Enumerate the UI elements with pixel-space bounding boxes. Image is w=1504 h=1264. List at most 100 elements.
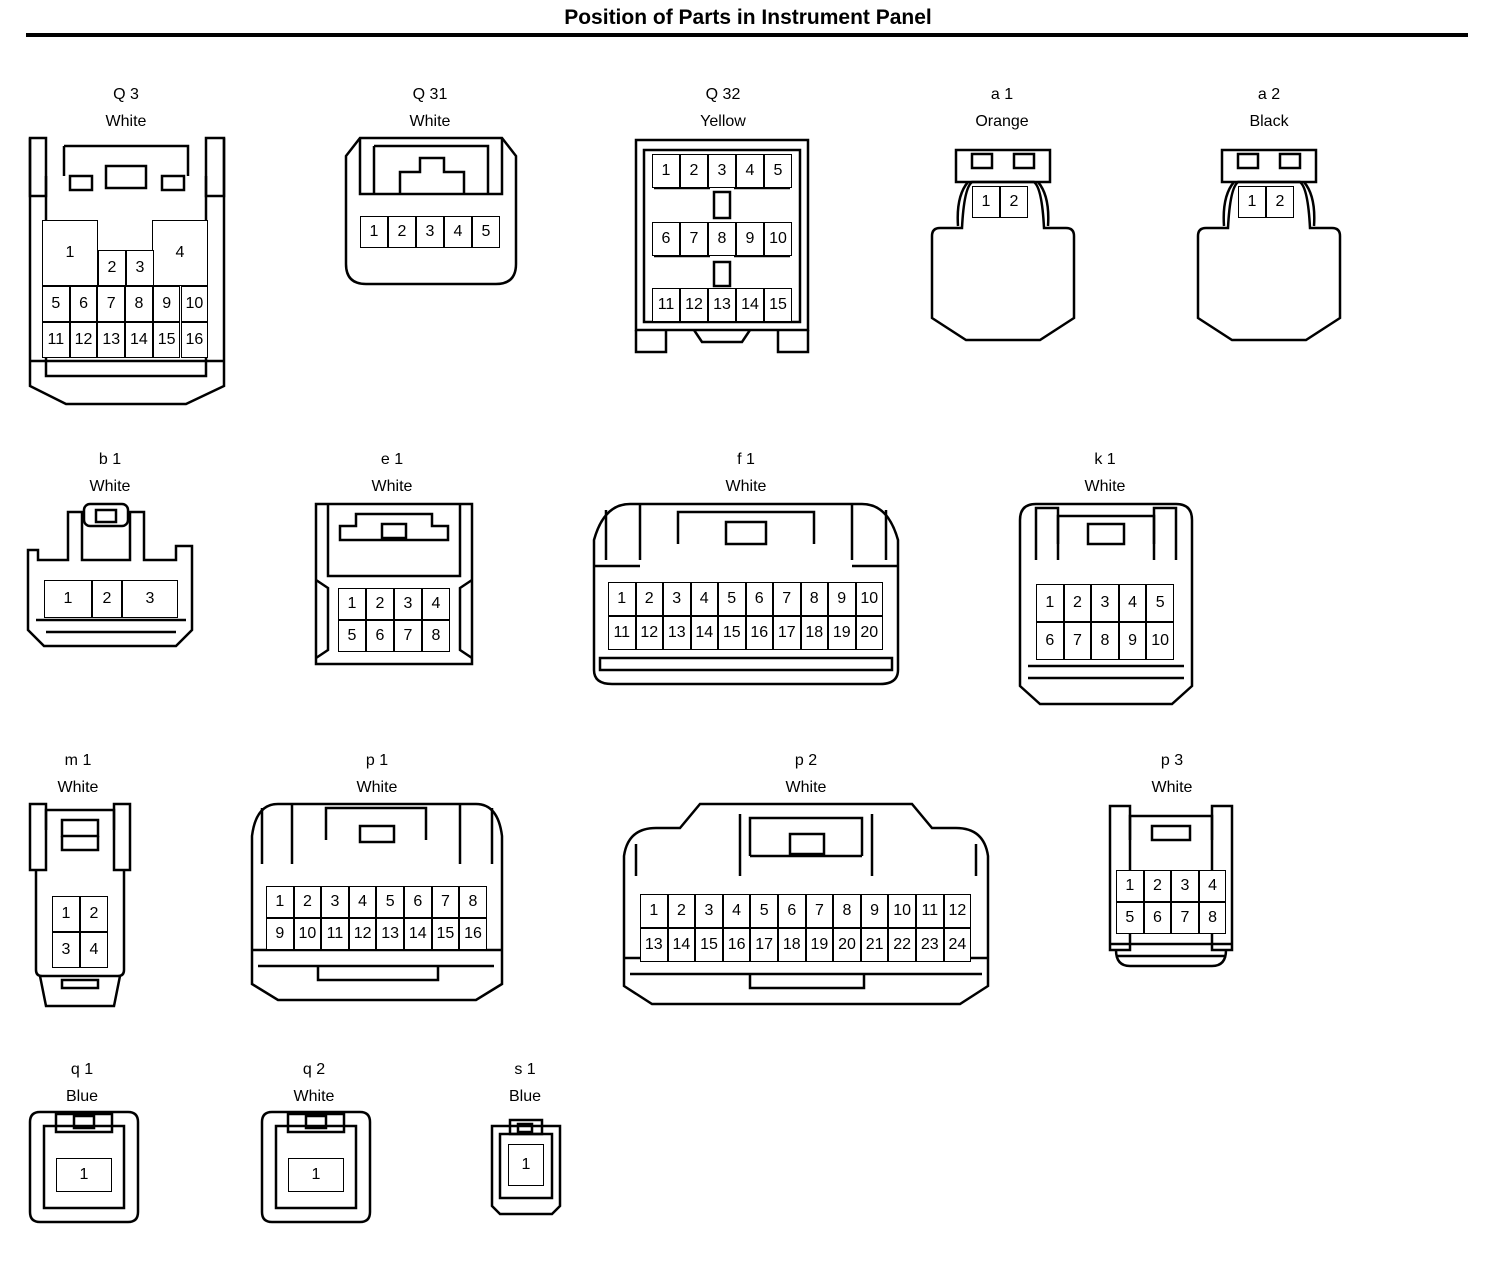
pin-1: 1 — [640, 894, 668, 928]
pin-3: 3 — [126, 250, 154, 286]
connector-id-q31: Q 31 — [412, 86, 448, 103]
pin-15: 15 — [431, 918, 460, 950]
pin-3: 3 — [1171, 870, 1199, 902]
connector-color-s1: Blue — [508, 1088, 542, 1105]
pin-5: 5 — [42, 286, 70, 322]
pin-3: 3 — [394, 588, 422, 620]
pin-6: 6 — [1036, 622, 1064, 660]
pin-2: 2 — [366, 588, 394, 620]
page-title: Position of Parts in Instrument Panel — [564, 6, 932, 29]
pin-4: 4 — [1198, 870, 1227, 902]
pin-2: 2 — [1063, 584, 1092, 622]
connector-id-p1: p 1 — [365, 752, 389, 769]
pin-4: 4 — [348, 886, 377, 918]
pin-10: 10 — [293, 918, 322, 950]
pin-2: 2 — [388, 216, 416, 248]
connector-housing — [344, 136, 518, 286]
pin-22: 22 — [888, 928, 916, 962]
connector-housing — [28, 1110, 140, 1224]
pin-10: 10 — [764, 222, 792, 256]
pin-7: 7 — [394, 620, 422, 652]
pin-4: 4 — [422, 588, 450, 620]
connector-color-q32: Yellow — [700, 113, 746, 130]
connector-q1: 1 — [26, 1108, 142, 1226]
connector-housing — [260, 1110, 372, 1224]
pin-4: 4 — [1118, 584, 1147, 622]
pin-24: 24 — [943, 928, 972, 962]
connector-color-p2: White — [785, 779, 827, 796]
pin-10: 10 — [888, 894, 916, 928]
connector-color-q2: White — [293, 1088, 335, 1105]
pin-15: 15 — [152, 322, 181, 358]
connector-id-q3: Q 3 — [113, 86, 139, 103]
title-underline — [26, 33, 1468, 37]
connector-id-q1: q 1 — [70, 1061, 94, 1078]
connector-color-p1: White — [356, 779, 398, 796]
pin-1: 1 — [52, 896, 80, 932]
pin-4: 4 — [80, 932, 108, 968]
connector-color-m1: White — [57, 779, 99, 796]
pin-23: 23 — [916, 928, 944, 962]
pin-12: 12 — [635, 616, 663, 650]
connector-color-q31: White — [409, 113, 451, 130]
pin-1: 1 — [508, 1144, 544, 1186]
pin-6: 6 — [366, 620, 394, 652]
pin-4: 4 — [722, 894, 751, 928]
connector-housing — [28, 802, 132, 1008]
pin-11: 11 — [42, 322, 70, 358]
connector-id-f1: f 1 — [737, 451, 755, 468]
pin-14: 14 — [690, 616, 718, 650]
pin-12: 12 — [69, 322, 98, 358]
pin-8: 8 — [1091, 622, 1119, 660]
connector-id-p2: p 2 — [794, 752, 818, 769]
pin-1: 1 — [44, 580, 92, 618]
pin-13: 13 — [376, 918, 404, 950]
connector-id-q2: q 2 — [302, 1061, 326, 1078]
pin-16: 16 — [180, 322, 209, 358]
pin-18: 18 — [778, 928, 806, 962]
pin-2: 2 — [667, 894, 696, 928]
pin-4: 4 — [444, 216, 472, 248]
connector-housing — [1196, 148, 1342, 342]
pin-1: 1 — [1036, 584, 1064, 622]
pin-7: 7 — [97, 286, 126, 322]
pin-1: 1 — [56, 1158, 112, 1192]
pin-6: 6 — [1143, 902, 1172, 934]
pin-19: 19 — [805, 928, 834, 962]
pin-5: 5 — [764, 154, 792, 188]
pin-3: 3 — [708, 154, 736, 188]
pin-3: 3 — [1091, 584, 1119, 622]
pin-11: 11 — [321, 918, 349, 950]
pin-12: 12 — [348, 918, 377, 950]
pin-5: 5 — [718, 582, 746, 616]
pin-8: 8 — [1198, 902, 1227, 934]
pin-7: 7 — [680, 222, 708, 256]
pin-6: 6 — [745, 582, 773, 616]
pin-1: 1 — [652, 154, 680, 188]
pin-16: 16 — [459, 918, 487, 950]
pin-9: 9 — [1118, 622, 1147, 660]
pin-9: 9 — [860, 894, 889, 928]
pin-9: 9 — [736, 222, 764, 256]
connector-housing — [490, 1118, 562, 1216]
pin-7: 7 — [773, 582, 801, 616]
pin-8: 8 — [422, 620, 450, 652]
pin-14: 14 — [667, 928, 696, 962]
pin-13: 13 — [663, 616, 691, 650]
pin-3: 3 — [52, 932, 80, 968]
pin-3: 3 — [416, 216, 444, 248]
pin-6: 6 — [404, 886, 432, 918]
pin-11: 11 — [916, 894, 944, 928]
pin-8: 8 — [708, 222, 736, 256]
pin-4: 4 — [736, 154, 764, 188]
pin-21: 21 — [860, 928, 889, 962]
